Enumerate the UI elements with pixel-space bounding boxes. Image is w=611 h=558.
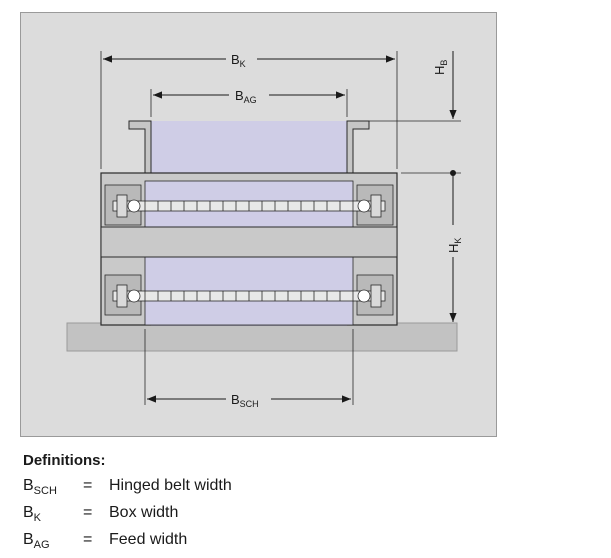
diagram-frame: BK BAG BSCH HB HK — [20, 12, 497, 437]
box-right-wall — [346, 120, 398, 182]
upper-shaft — [112, 194, 386, 218]
label-bag: BAG — [235, 88, 257, 105]
dimension-hb: HB — [432, 51, 457, 119]
definition-symbol: BK — [23, 504, 42, 524]
definition-text: Hinged belt width — [109, 477, 232, 494]
definition-symbol: BAG — [23, 531, 50, 551]
label-bsch: BSCH — [231, 392, 259, 409]
label-hb: HB — [432, 60, 449, 75]
lower-shaft — [112, 284, 386, 308]
box-middle-bar — [100, 226, 398, 258]
definition-row-bsch: BSCH = Hinged belt width — [23, 477, 583, 504]
conveyor-cross-section-diagram: BK BAG BSCH HB HK — [66, 51, 463, 409]
definitions-legend: Definitions: BSCH = Hinged belt width BK… — [23, 452, 583, 558]
definition-row-bk: BK = Box width — [23, 504, 583, 531]
definition-equals: = — [83, 477, 93, 494]
definition-equals: = — [83, 531, 93, 548]
dimension-bag: BAG — [153, 88, 345, 105]
box-left-wall — [100, 120, 152, 182]
definition-text: Feed width — [109, 531, 188, 548]
label-bk: BK — [231, 52, 246, 69]
definitions-heading: Definitions: — [23, 452, 106, 469]
definition-equals: = — [83, 504, 93, 521]
floor-slab — [66, 322, 458, 352]
label-hk: HK — [446, 238, 463, 253]
definition-text: Box width — [109, 504, 179, 521]
dimension-bk: BK — [103, 52, 395, 69]
dimension-bsch: BSCH — [147, 392, 351, 409]
definition-row-bag: BAG = Feed width — [23, 531, 583, 558]
extension-lines — [100, 51, 461, 405]
definition-symbol: BSCH — [23, 477, 57, 497]
dimension-hk: HK — [446, 170, 463, 322]
